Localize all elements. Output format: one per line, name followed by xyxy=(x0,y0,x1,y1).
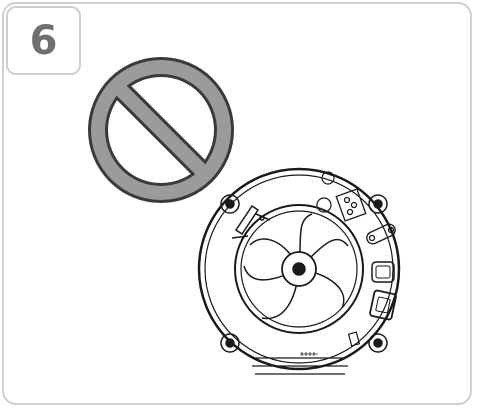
screw-mounts xyxy=(220,194,388,353)
fan-housing-rim xyxy=(204,174,394,364)
switch-housing xyxy=(369,289,397,321)
motor-shaft xyxy=(292,262,306,276)
knockout-square xyxy=(371,261,395,283)
cable-entry xyxy=(231,204,271,239)
step-number: 6 xyxy=(29,17,58,64)
duct-inner-ring xyxy=(240,210,358,328)
duct-ring xyxy=(234,204,364,334)
prohibited-icon xyxy=(88,57,234,203)
step-badge: 6 xyxy=(6,6,81,75)
bottom-grille xyxy=(252,352,348,375)
cable-clip xyxy=(366,223,396,245)
terminal-block xyxy=(335,188,367,222)
fan-unit xyxy=(197,167,401,375)
